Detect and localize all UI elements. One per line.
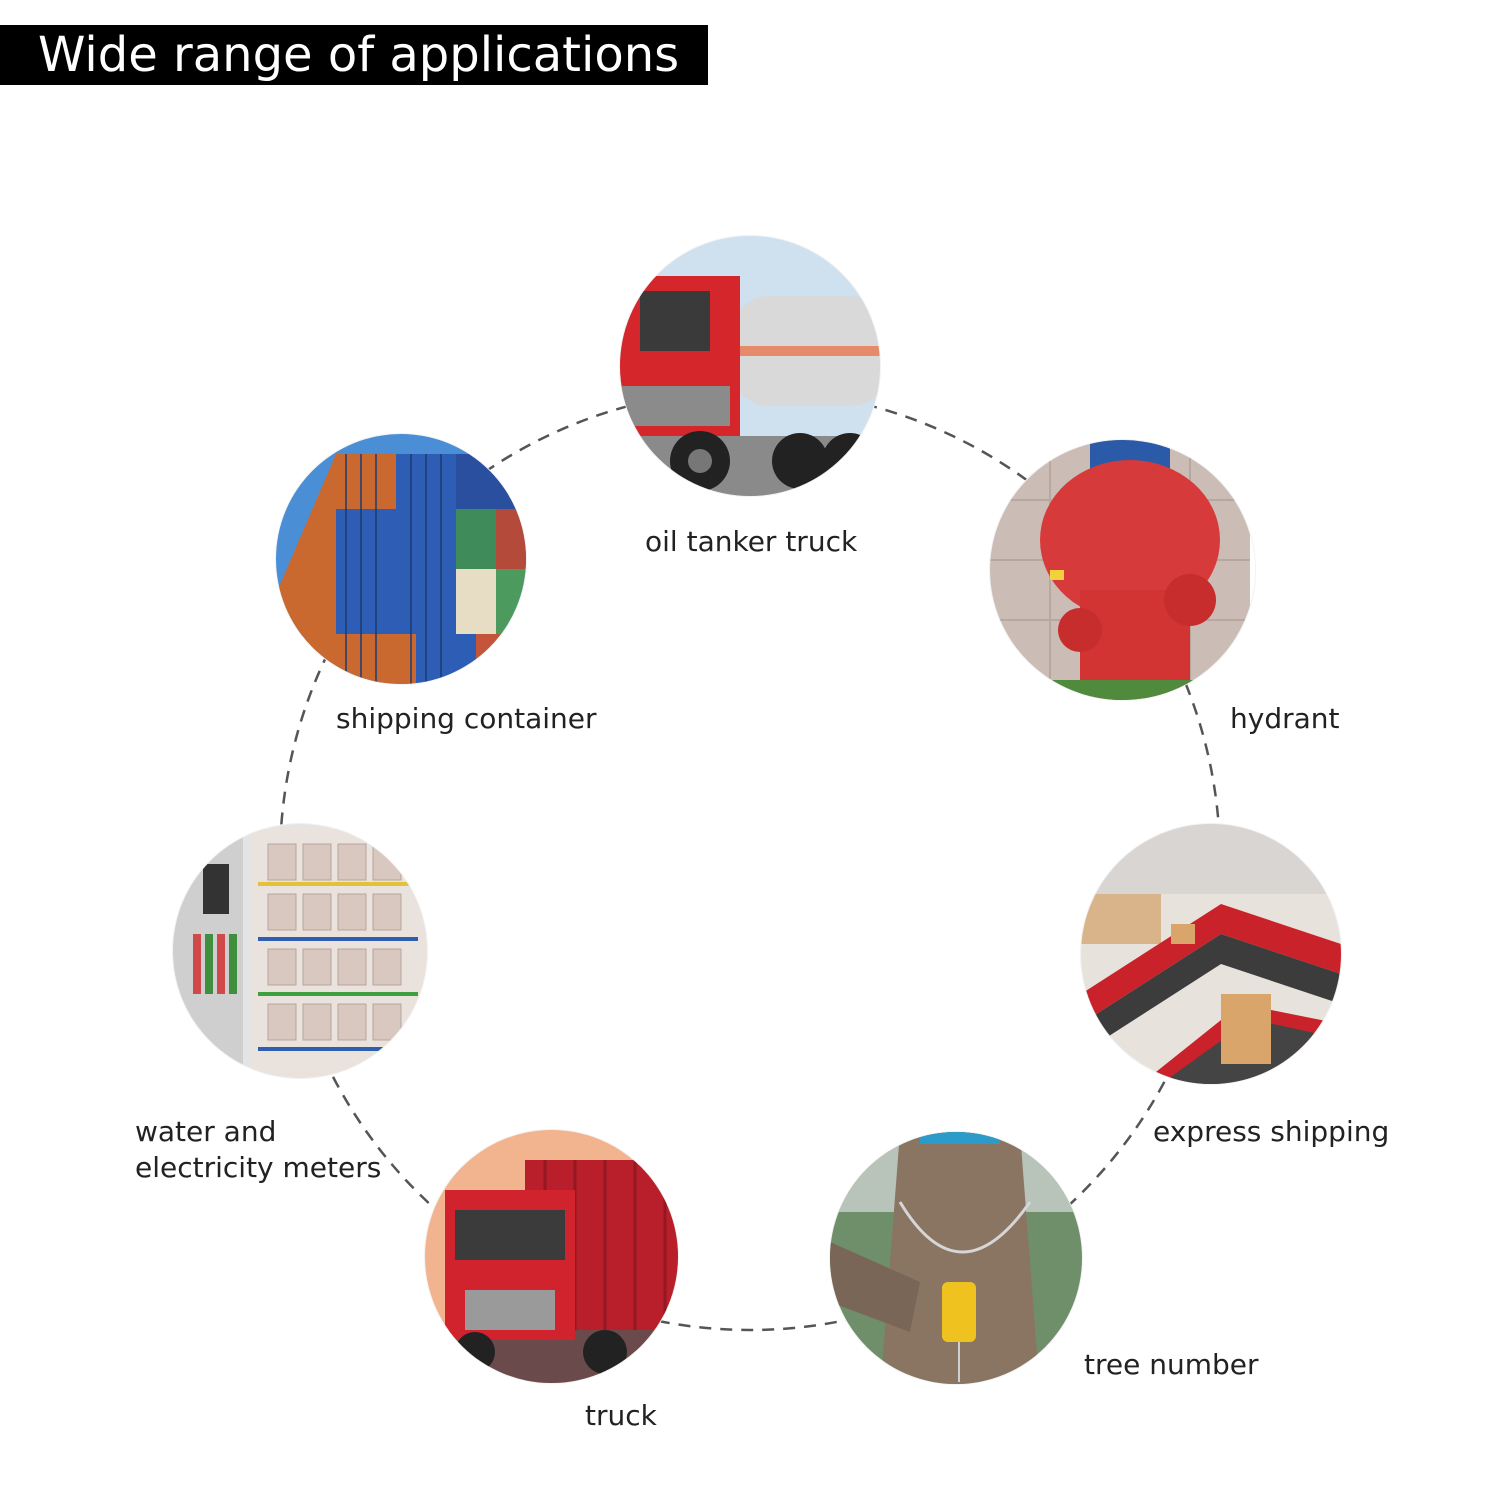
label-shipping-container: shipping container [336,702,597,735]
label-water-meters-line2: electricity meters [135,1151,382,1184]
container-stack-photo [276,434,526,684]
label-oil-tanker-truck: oil tanker truck [645,525,858,558]
fire-hydrant-photo [990,440,1255,700]
tanker-truck-photo [620,236,880,496]
label-water-meters-line1: water and [135,1115,277,1148]
page-title: Wide range of applications [0,25,708,85]
conveyor-belt-photo [1081,824,1341,1084]
label-express-shipping: express shipping [1153,1115,1390,1148]
label-tree-number: tree number [1084,1348,1259,1381]
tree-seal-photo [830,1132,1082,1384]
label-truck: truck [585,1399,657,1432]
label-hydrant: hydrant [1230,702,1340,735]
meter-cabinet-photo [173,824,427,1078]
red-truck-photo [425,1130,678,1383]
